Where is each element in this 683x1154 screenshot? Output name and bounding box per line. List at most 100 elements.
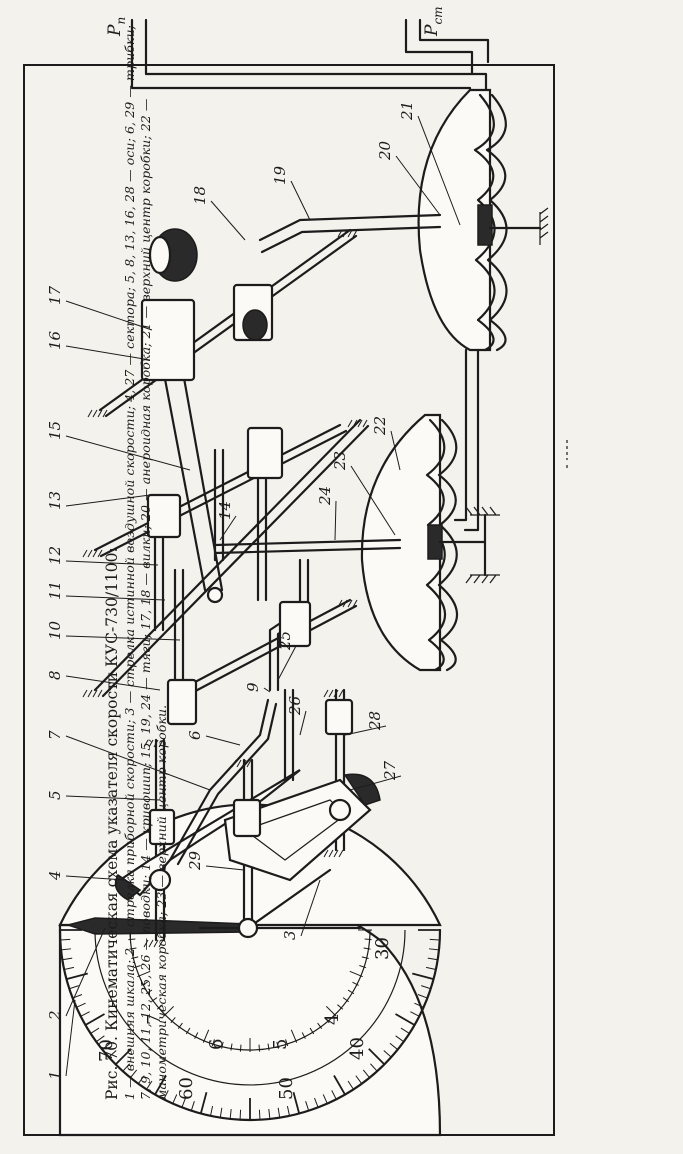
dial-tick-inner xyxy=(326,1006,337,1017)
callout-4: 4 xyxy=(46,870,64,881)
dial-tick xyxy=(429,938,440,941)
scale-number-7: 7 xyxy=(144,1014,165,1025)
hatch-line xyxy=(338,689,344,698)
callout-leader-13 xyxy=(65,494,151,507)
dial-tick xyxy=(69,985,79,990)
dial-tick-inner xyxy=(170,1017,176,1024)
dial-tick-inner xyxy=(177,1022,183,1029)
callout-leader-16 xyxy=(65,345,151,361)
dial-tick-inner xyxy=(151,997,158,1003)
dial-tick xyxy=(395,1035,405,1043)
dial-tick-inner xyxy=(211,1039,215,1047)
hatch-line xyxy=(328,849,334,858)
hatch-line xyxy=(92,409,98,418)
dial-tick xyxy=(62,957,73,961)
callout-leader-1 xyxy=(65,999,76,1077)
hatch-line xyxy=(246,759,252,768)
hatch-line xyxy=(97,549,103,558)
hatch-line xyxy=(153,739,159,748)
callout-18: 18 xyxy=(191,186,209,205)
dial-tick-inner xyxy=(185,1027,191,1035)
hatch-line xyxy=(82,549,88,558)
scale-number-70: 70 xyxy=(96,1039,117,1062)
callout-leader-29 xyxy=(205,865,245,871)
callout-leader-20 xyxy=(395,155,441,216)
dial-tick xyxy=(108,1050,117,1058)
dial-tick-inner xyxy=(361,956,369,959)
dial-tick xyxy=(85,1013,105,1026)
dial-tick-inner xyxy=(145,989,153,995)
callout-12: 12 xyxy=(46,546,64,565)
callout-leader-22 xyxy=(390,430,401,471)
dial-tick-inner xyxy=(317,1022,323,1029)
callout-leader-6 xyxy=(205,735,241,746)
hatch-line xyxy=(352,229,358,238)
hatch-line xyxy=(102,409,108,418)
callout-24: 24 xyxy=(316,486,334,506)
dial-tick xyxy=(64,966,75,970)
total-pressure-pipe xyxy=(404,18,490,76)
dial-tick xyxy=(400,1027,410,1034)
dial-tick xyxy=(370,1063,378,1072)
label-p-n: Pп xyxy=(105,17,128,37)
dial-tick xyxy=(115,1048,132,1065)
dial-tick xyxy=(239,1109,242,1120)
dial-tick xyxy=(76,1002,86,1008)
callout-leader-5 xyxy=(65,795,161,801)
callout-8: 8 xyxy=(46,670,64,680)
pointer-hub xyxy=(237,917,259,939)
callout-2: 2 xyxy=(46,1010,64,1021)
dial-tick xyxy=(210,1105,214,1116)
callout-28: 28 xyxy=(366,711,384,731)
hatch-line xyxy=(342,229,348,238)
scale-number-5: 5 xyxy=(270,1039,291,1050)
callout-leader-9 xyxy=(263,687,271,693)
hatch-line xyxy=(352,419,358,428)
dial-tick xyxy=(355,1075,363,1085)
dial-tick xyxy=(122,1063,130,1072)
callout-leader-23 xyxy=(350,465,396,536)
callout-7: 7 xyxy=(46,730,64,740)
hatch-line xyxy=(158,939,164,948)
dial-tick-inner xyxy=(128,938,136,941)
dial-tick-inner xyxy=(141,981,148,986)
dial-tick-inner xyxy=(324,1017,330,1024)
dial-tick-inner xyxy=(337,1004,344,1010)
callout-leader-28 xyxy=(344,725,387,736)
scale-number-6: 6 xyxy=(206,1039,227,1050)
dial-tick-inner xyxy=(352,981,359,986)
callout-10: 10 xyxy=(46,620,64,640)
hatch-line xyxy=(241,759,247,768)
callout-29: 29 xyxy=(186,850,204,871)
dial-tick-inner xyxy=(290,1029,298,1043)
scale-number-60: 60 xyxy=(176,1077,197,1100)
scale-number-50: 50 xyxy=(276,1077,297,1100)
dial-tick-inner xyxy=(230,1043,233,1051)
dial-tick xyxy=(427,957,438,961)
dial-tick-inner xyxy=(276,1041,279,1049)
callout-15: 15 xyxy=(46,421,64,440)
dial-tick-inner xyxy=(364,938,372,941)
dial-tick xyxy=(292,1092,301,1114)
callout-6: 6 xyxy=(186,730,204,740)
callout-leader-10 xyxy=(65,635,181,641)
callout-leader-15 xyxy=(65,435,191,471)
sector-27 xyxy=(223,773,381,882)
dial-tick xyxy=(331,1090,337,1100)
dial-tick xyxy=(190,1101,195,1111)
dial-tick-inner xyxy=(359,965,367,969)
callout-leader-4 xyxy=(65,875,126,881)
dial-tick xyxy=(428,948,440,951)
connecting-pipe-inner xyxy=(453,348,468,522)
hatch-line xyxy=(337,229,343,238)
hatch-line xyxy=(352,599,358,608)
callout-leader-24 xyxy=(334,500,337,541)
hatch-line xyxy=(333,849,339,858)
hatch-line xyxy=(92,549,98,558)
dial-tick-inner xyxy=(202,1029,210,1043)
hatch-line xyxy=(153,939,159,948)
callout-20: 20 xyxy=(376,140,394,161)
dial-tick xyxy=(229,1108,232,1120)
dial-tick xyxy=(410,1011,420,1017)
